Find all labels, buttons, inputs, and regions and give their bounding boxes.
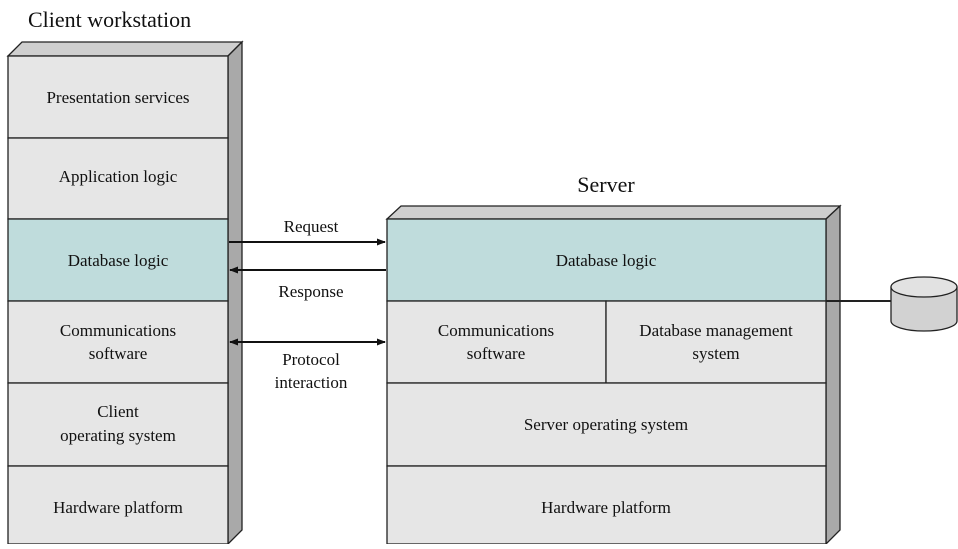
client-top-face <box>6 41 244 57</box>
protocol-label-2: interaction <box>275 373 348 392</box>
client-application-label: Application logic <box>59 167 178 186</box>
server-side-face <box>825 204 841 546</box>
database-cylinder-icon <box>826 276 958 332</box>
client-layer-presentation <box>7 55 229 139</box>
server-dbms-label-1: Database management <box>639 321 793 340</box>
server-dbms-label-2: system <box>692 344 739 363</box>
client-communications-label-2: software <box>89 344 148 363</box>
client-side-face <box>227 40 243 546</box>
server-top-face <box>385 205 842 220</box>
server-layer-database <box>386 218 827 302</box>
connections: Request Response Protocol interaction <box>229 217 386 392</box>
client-layer-os <box>7 382 229 467</box>
client-hardware-label: Hardware platform <box>53 498 183 517</box>
server-hardware-label: Hardware platform <box>541 498 671 517</box>
client-workstation: Client workstation Presentation services… <box>6 7 244 546</box>
client-layer-communications <box>7 300 229 384</box>
client-layer-hardware <box>7 465 229 545</box>
server-database-label: Database logic <box>556 251 657 270</box>
server-communications-label-2: software <box>467 344 526 363</box>
client-communications-label-1: Communications <box>60 321 176 340</box>
server-communications-label-1: Communications <box>438 321 554 340</box>
database-cylinder-top <box>890 276 958 298</box>
client-os-label-2: operating system <box>60 426 176 445</box>
server-layer-dbms <box>605 300 827 384</box>
client-title: Client workstation <box>28 7 191 32</box>
client-os-label-1: Client <box>97 402 139 421</box>
server-title: Server <box>577 172 635 197</box>
server-layer-communications <box>386 300 607 384</box>
client-presentation-label: Presentation services <box>46 88 189 107</box>
server-os-label: Server operating system <box>524 415 688 434</box>
server: Server Database logic Communications sof… <box>385 172 842 546</box>
client-layer-application <box>7 137 229 220</box>
server-layer-os <box>386 382 827 467</box>
client-database-label: Database logic <box>68 251 169 270</box>
request-label: Request <box>284 217 339 236</box>
response-label: Response <box>278 282 343 301</box>
client-layer-database <box>7 218 229 302</box>
database-cylinder-body <box>890 287 958 332</box>
protocol-label-1: Protocol <box>282 350 340 369</box>
